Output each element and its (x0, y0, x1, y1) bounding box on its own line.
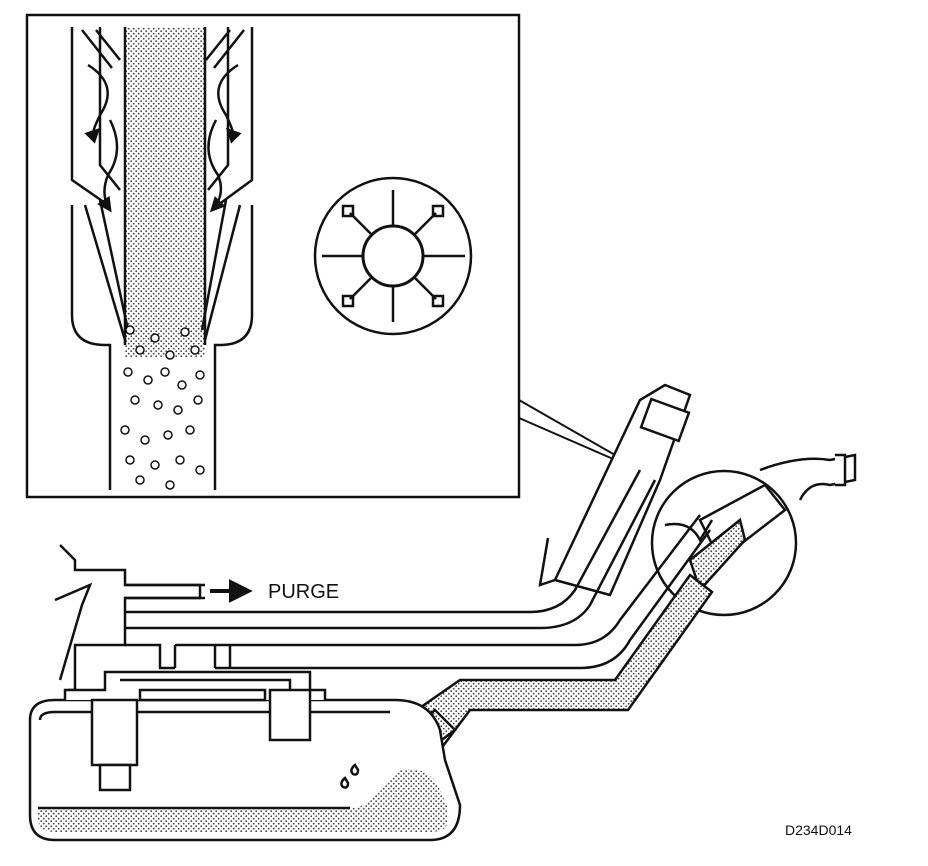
fuel-pump-nozzle (538, 383, 692, 597)
nozzle-cross-section (70, 27, 254, 490)
tank-valves (63, 670, 327, 792)
purge-label: PURGE (268, 581, 339, 603)
vapor-bubbles (120, 325, 205, 490)
figure-code: D234D014 (785, 822, 852, 838)
purge-line (125, 583, 205, 600)
charcoal-canister (54, 544, 202, 692)
filler-end-view (313, 176, 473, 336)
vapor-lines (125, 469, 712, 670)
detail-inset (25, 13, 651, 499)
